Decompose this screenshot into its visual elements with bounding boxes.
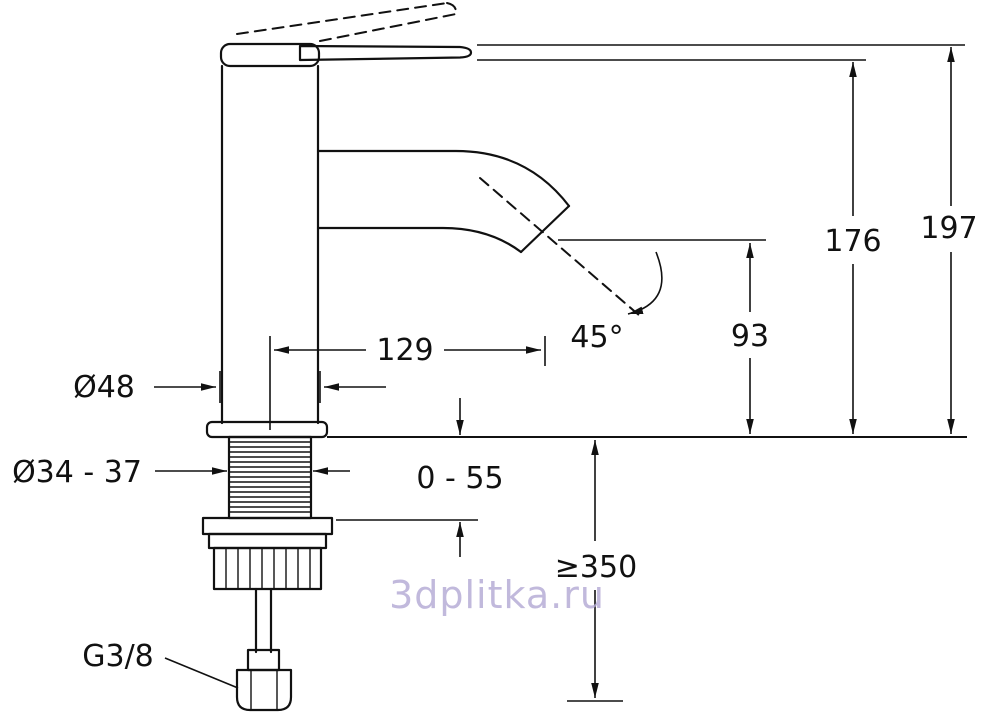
deck-thickness-label: 0 - 55: [416, 461, 503, 496]
spout-reach-label: 129: [376, 333, 433, 368]
shank-diameter-label: Ø34 - 37: [12, 455, 142, 490]
lever-handle: [298, 44, 473, 62]
hose-length-label: ≥350: [555, 550, 637, 585]
connection-thread-label: G3/8: [82, 639, 154, 674]
base-plate: [205, 420, 329, 439]
dimension-lines: [154, 47, 955, 698]
supply-hose: [246, 587, 281, 672]
mounting-nut-assembly: [201, 516, 334, 591]
outlet-angle-label: 45°: [570, 320, 623, 355]
body-height-label: 176: [824, 224, 881, 259]
faucet-column: [220, 64, 320, 425]
outlet-height-label: 93: [731, 319, 769, 354]
total-height-label: 197: [920, 211, 977, 246]
reference-lines: [219, 44, 967, 702]
watermark: 3dplitka.ru: [389, 573, 605, 617]
handle-cap: [219, 42, 321, 68]
hose-hex-connector: [235, 668, 293, 712]
faucet-outline: [201, 2, 663, 712]
spout: [316, 149, 571, 254]
dimension-labels: 197 176 93 129 45° Ø48 Ø34 - 37 0 - 55 ≥…: [12, 211, 978, 674]
base-diameter-label: Ø48: [73, 370, 135, 405]
threaded-shank: [227, 435, 313, 520]
handle-raised-phantom: [236, 2, 458, 42]
flow-centerline: [479, 177, 641, 317]
angle-arc-arrow-icon: [627, 251, 663, 315]
